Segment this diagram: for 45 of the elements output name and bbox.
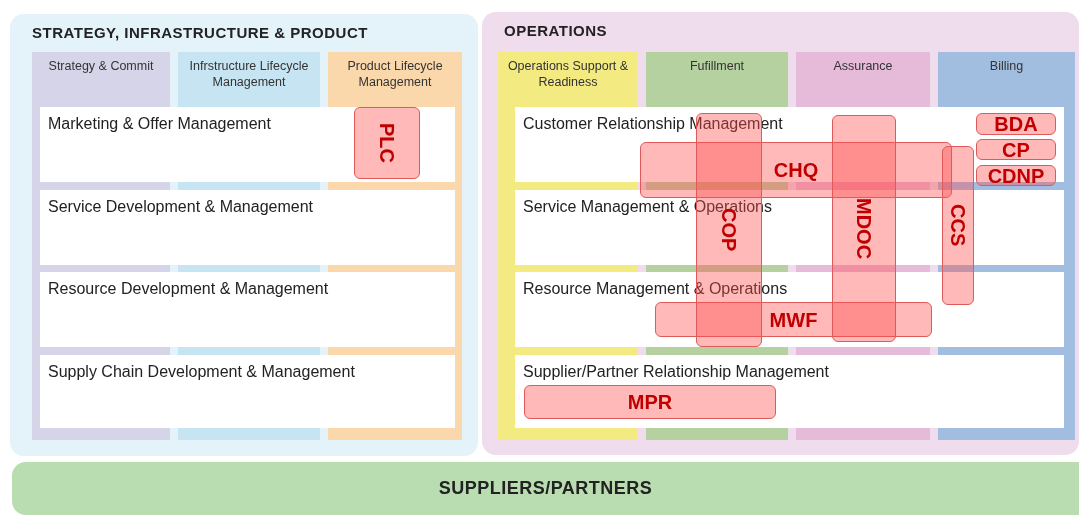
highlight-overlay — [640, 142, 952, 198]
process-row — [40, 272, 455, 347]
process-row — [515, 107, 1064, 182]
domain-panel — [10, 14, 478, 456]
highlight-overlay — [354, 107, 420, 179]
process-row — [515, 190, 1064, 265]
overlay-label: CCS — [948, 204, 968, 247]
overlay-label: PLC — [377, 123, 397, 163]
column-header: Fufillment — [688, 58, 746, 75]
column-header: Operations Support & Readiness — [506, 58, 630, 91]
row-title: Service Development & Management — [48, 198, 314, 216]
panel-title: OPERATIONS — [504, 22, 608, 39]
overlay-label: CP — [1002, 139, 1030, 160]
process-row — [515, 272, 1064, 347]
overlay-label: MPR — [627, 392, 673, 412]
row-title: Supply Chain Development & Management — [48, 363, 355, 381]
row-title: Supplier/Partner Relationship Management — [523, 363, 829, 381]
highlight-overlay — [524, 385, 776, 419]
highlight-overlay — [832, 115, 896, 342]
column-header: Strategy & Commit — [47, 58, 155, 75]
column-header: Billing — [988, 58, 1025, 75]
row-title: Customer Relationship Management — [523, 115, 783, 133]
highlight-overlay — [976, 139, 1056, 160]
layer-bar — [12, 462, 1079, 515]
process-row — [40, 355, 455, 428]
panel-title: STRATEGY, INFRASTRUCTURE & PRODUCT — [32, 24, 368, 41]
highlight-overlay — [976, 165, 1056, 186]
domain-panel — [482, 12, 1079, 455]
overlay-label: MDOC — [854, 197, 874, 260]
column-header: Infrstructure Lifecycle Management — [188, 58, 310, 91]
overlay-label: CDNP — [987, 165, 1045, 186]
overlay-label: MWF — [769, 309, 818, 330]
process-row — [40, 107, 455, 182]
highlight-overlay — [942, 146, 974, 305]
overlay-label: BDA — [994, 114, 1038, 134]
row-title: Resource Development & Management — [48, 280, 329, 298]
process-row — [515, 355, 1064, 428]
overlay-label: CHQ — [773, 160, 819, 180]
process-row — [40, 190, 455, 265]
highlight-overlay — [655, 302, 932, 337]
bar-title: SUPPLIERS/PARTNERS — [438, 478, 653, 499]
column-header: Product Lifecycle Management — [346, 58, 444, 91]
column-header: Assurance — [832, 58, 894, 75]
row-title: Marketing & Offer Management — [48, 115, 271, 133]
highlight-overlay — [976, 113, 1056, 135]
